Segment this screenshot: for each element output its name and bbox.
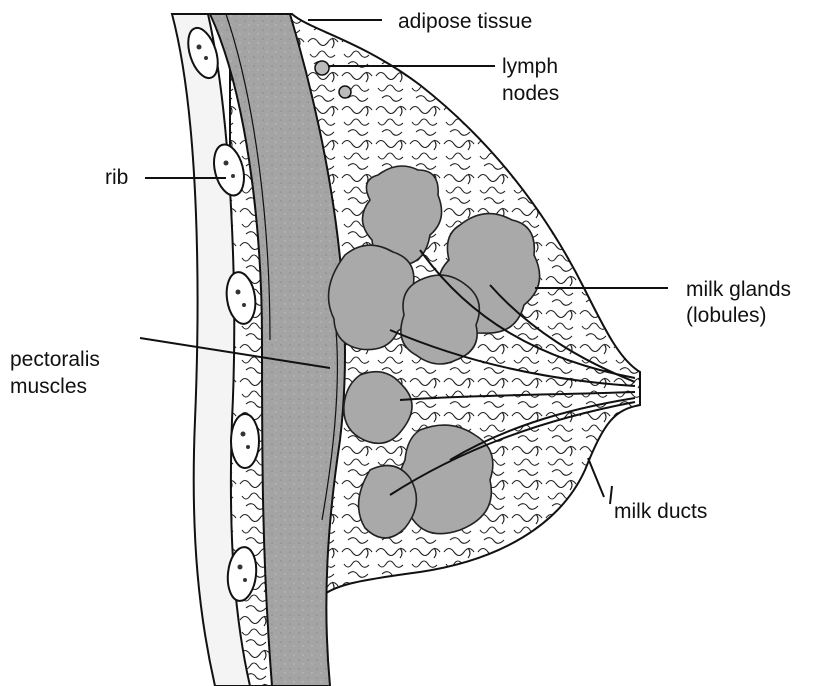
label-pectoralis-line2: muscles — [10, 375, 87, 398]
label-rib: rib — [105, 166, 128, 189]
rib-4 — [231, 414, 259, 468]
label-adipose-tissue: adipose tissue — [398, 10, 532, 33]
label-pectoralis-line1: pectoralis — [10, 348, 100, 371]
label-milk-glands-line2: (lobules) — [686, 304, 767, 327]
label-milk-ducts: milk ducts — [614, 500, 707, 523]
label-milk-glands-line1: milk glands — [686, 278, 791, 301]
label-lymph-line2: nodes — [502, 82, 559, 105]
label-lymph-line1: lymph — [502, 55, 558, 78]
